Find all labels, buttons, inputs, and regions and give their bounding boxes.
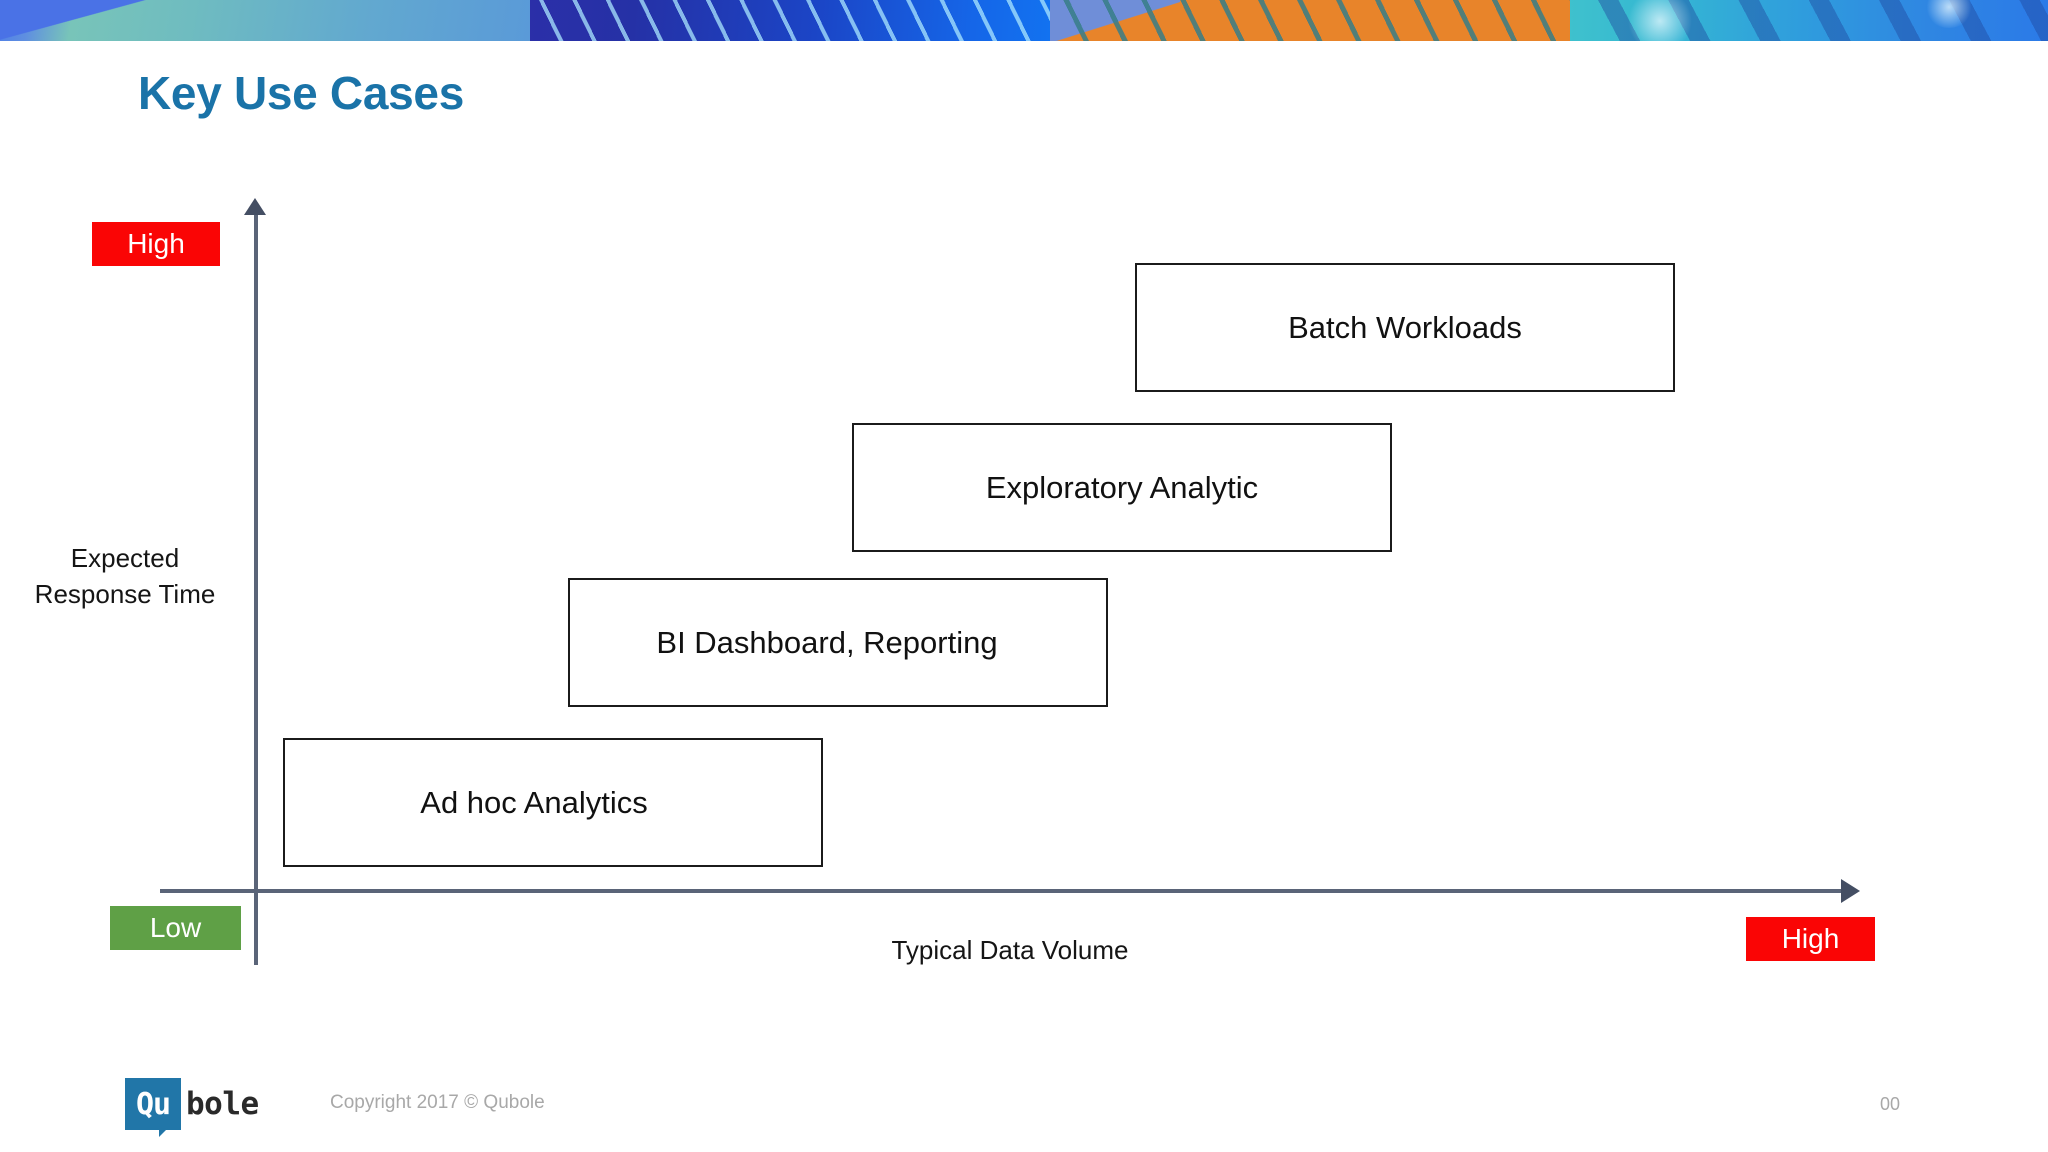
banner-segment-orange	[1050, 0, 1570, 41]
x-axis-arrow-icon	[1841, 879, 1860, 903]
footer-copyright: Copyright 2017 © Qubole	[330, 1092, 545, 1113]
banner-segment-gradient	[1570, 0, 2048, 41]
y-axis-label-line1: Expected	[70, 543, 180, 573]
use-case-box-bi-dashboard-reporting[interactable]: BI Dashboard, Reporting	[568, 578, 1108, 707]
qubole-logo-wordmark: bole	[186, 1086, 259, 1122]
y-axis-label-line2: Response Time	[34, 579, 216, 609]
use-case-box-ad-hoc-analytics[interactable]: Ad hoc Analytics	[283, 738, 823, 867]
banner-segment-blue	[530, 0, 1050, 41]
y-axis-label: Expected Response Time	[0, 540, 250, 612]
use-case-box-exploratory-analytic[interactable]: Exploratory Analytic	[852, 423, 1392, 552]
y-axis-low-badge: Low	[110, 906, 241, 950]
y-axis-line	[254, 205, 258, 965]
page-title: Key Use Cases	[138, 67, 464, 119]
x-axis-line	[160, 889, 1845, 893]
qubole-logo: Qu bole	[125, 1078, 259, 1137]
x-axis-high-badge: High	[1746, 917, 1875, 961]
qubole-logo-mark-icon: Qu	[125, 1078, 181, 1137]
banner-corner-wedge	[0, 0, 150, 41]
use-case-box-batch-workloads[interactable]: Batch Workloads	[1135, 263, 1675, 392]
banner-glow-spot	[1625, 0, 1695, 41]
banner-stripes-teal	[1050, 0, 1570, 41]
decorative-top-banner	[0, 0, 2048, 41]
banner-segment-teal	[0, 0, 530, 41]
x-axis-label: Typical Data Volume	[891, 935, 1129, 965]
use-case-box-label: BI Dashboard, Reporting	[656, 624, 998, 660]
use-case-box-label: Batch Workloads	[1288, 309, 1522, 345]
qubole-logo-mark-text: Qu	[135, 1086, 171, 1122]
y-axis-arrow-icon	[244, 198, 266, 215]
use-case-box-label: Ad hoc Analytics	[420, 784, 648, 820]
y-axis-high-badge: High	[92, 222, 220, 266]
use-case-box-label: Exploratory Analytic	[985, 469, 1259, 505]
banner-stripes-light	[530, 0, 1050, 41]
footer-page-number: 00	[1880, 1094, 1901, 1114]
